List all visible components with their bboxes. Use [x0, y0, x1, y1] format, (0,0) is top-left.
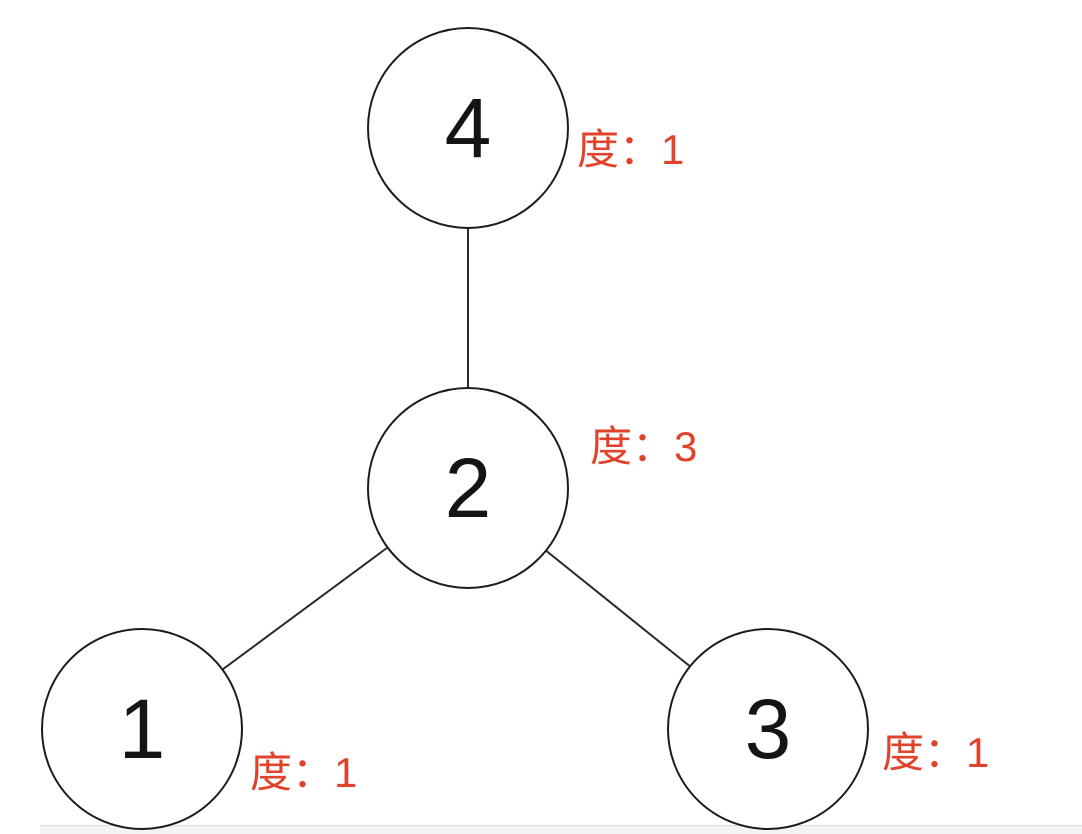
degree-label-node-1: 度：1 — [250, 749, 358, 796]
bottom-divider — [40, 825, 1082, 834]
node-1: 1 — [41, 628, 243, 830]
node-1-label: 1 — [118, 682, 166, 776]
degree-label-node-2: 度：3 — [590, 423, 698, 470]
node-3: 3 — [667, 628, 869, 830]
node-2-label: 2 — [444, 441, 492, 535]
degree-label-node-3: 度：1 — [882, 729, 990, 776]
node-2: 2 — [367, 387, 569, 589]
node-4: 4 — [367, 27, 569, 229]
node-4-label: 4 — [444, 81, 492, 175]
degree-label-node-4: 度：1 — [577, 126, 685, 173]
node-3-label: 3 — [744, 682, 792, 776]
